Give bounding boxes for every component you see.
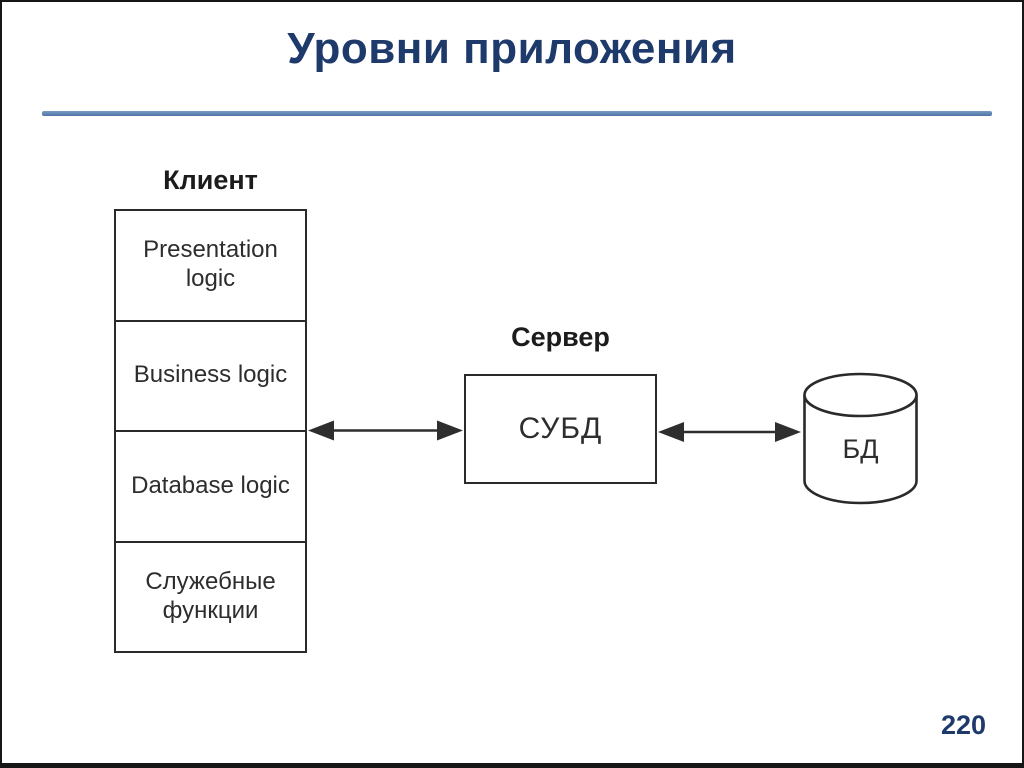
client-layer-service-functions: Служебные функции [116,540,305,652]
dbms-box: СУБД [464,374,657,484]
database-cylinder-shape [803,372,918,505]
page-title: Уровни приложения [287,24,737,73]
client-server-arrow [308,420,463,441]
client-box: Presentation logic Business logic Databa… [114,209,307,653]
client-layer-business-logic: Business logic [116,319,305,431]
server-caption: Сервер [511,322,610,352]
page-number: 220 [940,710,986,740]
client-layer-presentation-logic: Presentation logic [143,236,278,293]
title-divider-line [42,111,992,116]
database-label: БД [842,434,879,464]
dbms-label: СУБД [518,412,603,445]
client-layer-database-logic: Database logic [116,430,305,541]
server-database-arrow [658,422,801,442]
database-cylinder-icon: БД [802,372,919,506]
client-caption: Клиент [163,165,258,195]
